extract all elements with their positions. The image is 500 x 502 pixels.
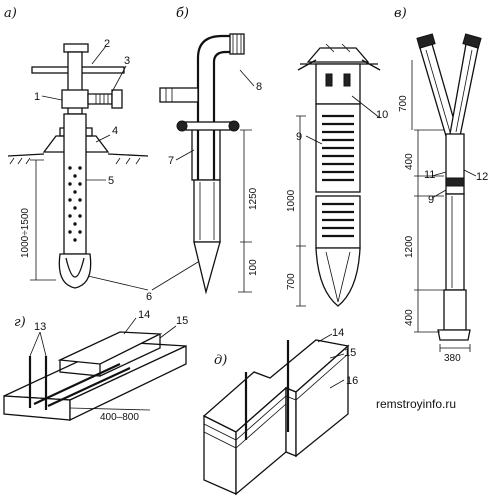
lower-body — [443, 289, 467, 331]
pipe-tip — [58, 253, 92, 289]
callout-14b: 14 — [332, 327, 344, 339]
spring-coils-upper — [322, 114, 354, 182]
spring-coils-lower — [322, 202, 354, 238]
callout-8: 8 — [256, 81, 262, 93]
callout-9b: 9 — [428, 194, 434, 206]
callout-6: 6 — [146, 291, 152, 303]
perforations — [68, 166, 82, 242]
dim-v-380: 380 — [444, 353, 461, 364]
flange — [185, 121, 231, 131]
pipe-point — [193, 241, 221, 295]
callout-7: 7 — [168, 155, 174, 167]
panel-a-drill-electrode: а) — [4, 6, 149, 289]
outer-casing — [191, 130, 221, 181]
watermark: remstroyinfo.ru — [376, 397, 456, 411]
panel-b-label: б) — [176, 6, 189, 21]
bent-pipe-outer — [196, 34, 230, 180]
callout-15b: 15 — [344, 347, 356, 359]
callout-10: 10 — [376, 109, 388, 121]
callout-9a: 9 — [296, 131, 302, 143]
panel-g-label: г) — [14, 315, 26, 330]
ground-line — [7, 153, 149, 157]
lower-pipe — [193, 179, 221, 243]
callout-11: 11 — [424, 169, 435, 181]
panel-d-block-grounding: д) 14 15 16 — [202, 327, 358, 496]
callout-12: 12 — [476, 171, 488, 183]
dim-v-400a: 400 — [404, 153, 415, 170]
top-nut — [63, 43, 89, 53]
perforated-pipe — [63, 113, 87, 255]
block-side — [295, 344, 349, 458]
panel-g-strip-grounding: г) 13 14 15 400–800 — [3, 309, 188, 423]
panel-d-label: д) — [214, 353, 227, 368]
callout-4: 4 — [112, 125, 118, 137]
dim-v-1200: 1200 — [404, 235, 415, 258]
slab-side — [69, 344, 187, 422]
callout-15a: 15 — [176, 315, 188, 327]
spring-band — [445, 177, 465, 187]
side-branch — [159, 87, 199, 103]
dim-c-700: 700 — [286, 273, 297, 290]
dim-b-100: 100 — [248, 259, 259, 276]
mid-body — [445, 193, 465, 291]
callout-6-group: 6 — [87, 261, 199, 303]
dim-c-1000: 1000 — [286, 189, 297, 212]
dim-v-400b: 400 — [404, 309, 415, 326]
callout-14a: 14 — [138, 309, 150, 321]
dim-a-depth: 1000÷1500 — [20, 208, 31, 258]
callout-5: 5 — [108, 175, 114, 187]
dim-v-700: 700 — [398, 95, 409, 112]
bolt-right — [228, 120, 240, 132]
panel-c-spring-electrode: 1000 700 9 10 — [286, 43, 388, 307]
top-clamp — [306, 47, 370, 63]
panel-v-y-electrode: в) 700 400 1200 400 380 11 9 12 — [394, 6, 488, 364]
callout-13: 13 — [34, 321, 46, 333]
clamp-body — [61, 89, 89, 109]
bolt-left — [176, 120, 188, 132]
clamp-body-c — [315, 63, 361, 105]
callout-3: 3 — [124, 55, 130, 67]
dim-b-1250: 1250 — [248, 187, 259, 210]
dim-g-spacing: 400–800 — [100, 412, 139, 423]
base-plate — [437, 329, 471, 341]
panel-b-bent-pipe-electrode: б) 1250 100 7 8 — [159, 6, 262, 295]
panel-v-label: в) — [394, 6, 407, 21]
callout-2: 2 — [104, 38, 110, 50]
cone-tip — [315, 247, 361, 307]
callout-16: 16 — [346, 375, 358, 387]
panel-a-label: а) — [4, 6, 17, 21]
callout-1: 1 — [34, 91, 40, 103]
screw-head — [111, 89, 123, 109]
